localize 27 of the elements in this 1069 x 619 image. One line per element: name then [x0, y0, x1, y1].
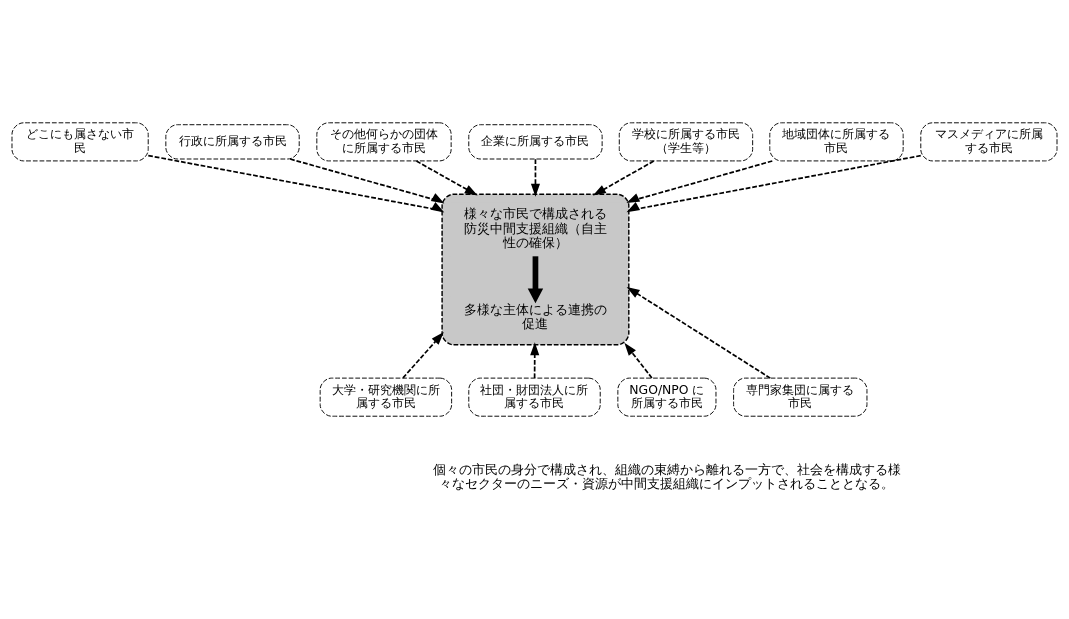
node-text: 多様な主体による連携の促進: [463, 301, 607, 331]
node-box: 社団・財団法人に所属する市民: [468, 377, 601, 417]
node-box: 学校に所属する市民（学生等）: [618, 121, 754, 161]
node-box: マスメディアに所属する市民: [920, 121, 1058, 161]
node-box: NGO/NPO に所属する市民: [617, 377, 717, 417]
arrow: [289, 157, 445, 203]
label: 個々の市民の身分で構成され、組織の束縛から離れる一方で、社会を構成する様々なセクターのニーズ・資源が中間支援組織にインプットされることとなる。: [432, 461, 901, 491]
node-box: 大学・研究機関に所属する市民: [319, 377, 453, 417]
node-box: 専門家集団に属する市民: [733, 377, 868, 417]
arrow: [624, 342, 653, 379]
arrow: [626, 286, 772, 379]
node-box: 企業に所属する市民: [468, 123, 603, 159]
arrow: [530, 341, 540, 379]
cluster: [441, 193, 630, 345]
node-text: 様々な市民で構成される防災中間支援組織（自主性の確保）: [463, 205, 607, 250]
arrow: [402, 331, 444, 379]
arrow: [527, 255, 544, 303]
node-box: 行政に所属する市民: [165, 123, 300, 159]
arrow: [415, 159, 478, 196]
node-box: どこにも属さない市民: [11, 121, 149, 161]
arrow: [592, 159, 655, 196]
arrow: [147, 154, 445, 212]
arrow: [530, 157, 540, 197]
arrow: [626, 159, 774, 203]
node-box: その他何らかの団体に所属する市民: [316, 121, 452, 161]
arrow: [626, 154, 922, 212]
node-box: 地域団体に所属する市民: [769, 121, 904, 161]
